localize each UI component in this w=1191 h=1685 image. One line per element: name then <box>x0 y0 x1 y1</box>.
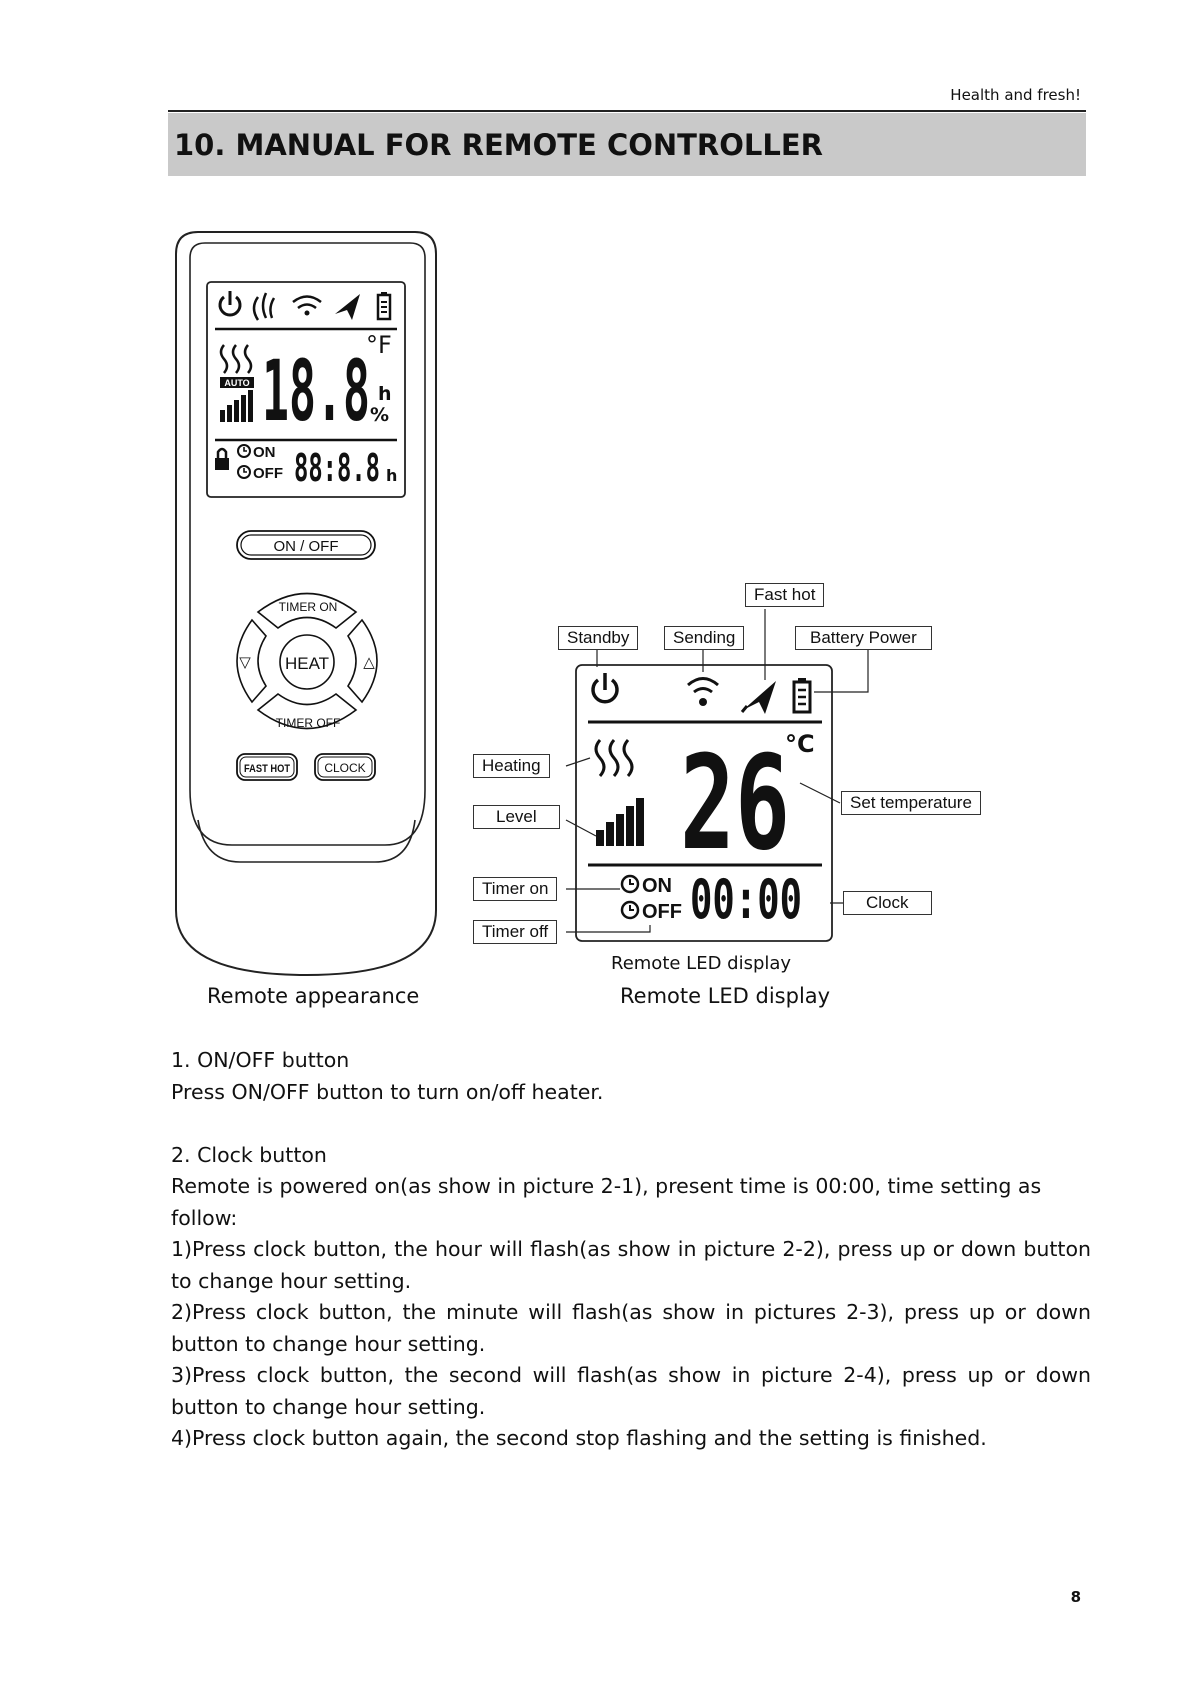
label-clock: Clock <box>843 891 932 915</box>
label-battery-power: Battery Power <box>795 626 932 650</box>
svg-text:AUTO: AUTO <box>224 378 249 388</box>
heat-button[interactable] <box>279 634 335 690</box>
led-display-frame <box>575 664 833 942</box>
remote-battery-icon <box>376 292 392 321</box>
section-2-step-4: 4)Press clock button again, the second s… <box>171 1426 987 1450</box>
led-timer-off-label: OFF <box>642 901 682 923</box>
label-level: Level <box>473 805 560 829</box>
remote-timer-on-label: ON <box>253 444 276 461</box>
header-rule <box>168 110 1086 112</box>
led-heating-icon <box>594 739 634 777</box>
led-sending-icon <box>687 677 719 706</box>
remote-timer-on-clock-icon <box>237 444 251 458</box>
remote-lcd-unit: °F <box>366 331 392 359</box>
up-button-icon: △ <box>363 653 375 671</box>
remote-lcd-h: h <box>378 383 392 405</box>
timer-off-button-label: TIMER OFF <box>276 716 341 730</box>
remote-lcd-pct: % <box>370 404 389 426</box>
section-2-step-1: 1)Press clock button, the hour will flas… <box>171 1237 1091 1293</box>
down-button-icon: ▽ <box>239 653 251 671</box>
section-title-bar <box>168 113 1086 176</box>
clock-button[interactable]: CLOCK <box>314 753 376 781</box>
remote-auto-badge <box>220 377 254 388</box>
caption-remote-appearance: Remote appearance <box>207 984 420 1008</box>
section-2-step-2: 2)Press clock button, the minute will fl… <box>171 1300 1091 1356</box>
svg-text:FAST HOT: FAST HOT <box>244 763 290 775</box>
led-timer-on-clock-icon <box>620 874 640 894</box>
label-timer-off: Timer off <box>473 920 558 944</box>
remote-heating-icon <box>219 344 253 374</box>
remote-body-outline <box>175 231 437 977</box>
remote-power-icon <box>218 291 242 317</box>
remote-clock-h: h <box>386 466 397 485</box>
remote-rocket-icon <box>335 294 360 320</box>
led-temp-unit: °C <box>785 730 815 758</box>
timer-on-button[interactable] <box>256 592 358 630</box>
remote-level-icon <box>220 390 253 422</box>
timer-on-button-label: TIMER ON <box>279 600 338 614</box>
section-2-title: 2. Clock button <box>171 1142 327 1167</box>
remote-timer-off-label: OFF <box>253 465 283 482</box>
section-1-text: Press ON/OFF button to turn on/off heate… <box>171 1079 604 1104</box>
section-1-title: 1. ON/OFF button <box>171 1048 350 1072</box>
remote-lcd-temp: 18.8 <box>262 342 370 440</box>
page-number: 8 <box>1070 1588 1081 1606</box>
label-standby: Standby <box>558 626 639 650</box>
remote-illustration: AUTO 18.8 °F h % ON OFF 88:8.8 h ON / OF… <box>175 231 869 977</box>
remote-timer-off-clock-icon <box>237 465 251 479</box>
remote-lcd <box>206 281 406 498</box>
callout-leaders <box>565 609 869 933</box>
remote-wifi-icon <box>292 295 322 316</box>
label-heating: Heating <box>473 754 550 778</box>
led-timer-on-label: ON <box>642 875 672 897</box>
led-clock-digits: 00:00 <box>690 868 802 931</box>
label-set-temperature: Set temperature <box>841 791 981 815</box>
led-level-icon <box>596 798 644 846</box>
up-button[interactable] <box>347 618 378 704</box>
heat-button-label: HEAT <box>285 654 329 673</box>
label-timer-on: Timer on <box>473 877 558 901</box>
svg-text:ON / OFF: ON / OFF <box>274 538 339 555</box>
caption-led-display: Remote LED display <box>620 984 831 1008</box>
svg-text:CLOCK: CLOCK <box>324 761 365 775</box>
header-tagline: Health and fresh! <box>950 86 1081 104</box>
remote-clock-digits: 88:8.8 <box>294 446 380 490</box>
led-timer-off-clock-icon <box>620 900 640 920</box>
led-fast-hot-icon <box>740 681 776 714</box>
section-2-intro: Remote is powered on(as show in picture … <box>171 1174 1042 1230</box>
remote-lower-curve <box>197 819 416 863</box>
led-temp-digits: 26 <box>680 727 790 879</box>
dpad <box>236 592 378 730</box>
led-standby-icon <box>591 673 619 704</box>
led-battery-icon <box>792 678 812 714</box>
remote-lock-icon <box>215 447 229 470</box>
label-fast-hot: Fast hot <box>745 583 825 607</box>
timer-off-button[interactable] <box>256 692 358 730</box>
section-title: 10. MANUAL FOR REMOTE CONTROLLER <box>174 128 824 162</box>
on-off-button[interactable]: ON / OFF <box>236 530 376 560</box>
caption-led-display-small: Remote LED display <box>611 953 792 974</box>
down-button[interactable] <box>236 618 267 704</box>
fast-hot-button[interactable]: FAST HOT <box>236 753 298 781</box>
remote-heat-hand-icon <box>252 292 276 321</box>
instructions-body: 1. ON/OFF button Press ON/OFF button to … <box>171 1045 1091 1455</box>
remote-face-outline <box>189 242 426 846</box>
section-2-step-3: 3)Press clock button, the second will fl… <box>171 1363 1091 1419</box>
label-sending: Sending <box>664 626 745 650</box>
